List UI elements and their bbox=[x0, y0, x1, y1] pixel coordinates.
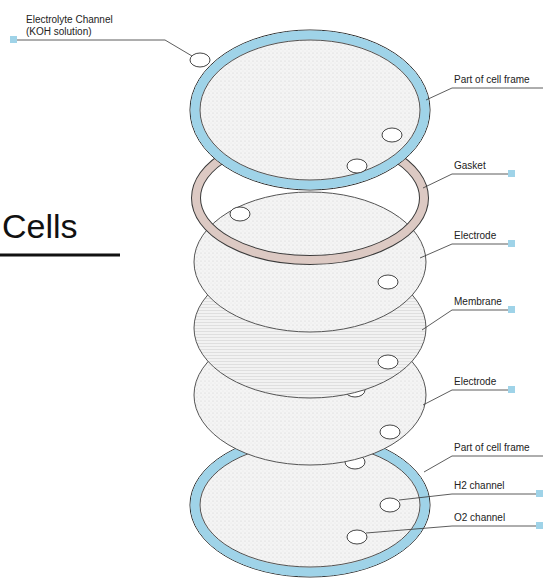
section-title: Cells bbox=[2, 206, 78, 246]
leader-lines bbox=[14, 40, 543, 533]
part-label: O2 channel bbox=[454, 512, 534, 524]
title-underline bbox=[0, 254, 120, 257]
part-label: Gasket bbox=[454, 160, 510, 172]
part-label: Electrode bbox=[454, 230, 510, 242]
part-label: Electrode bbox=[454, 376, 510, 388]
part-label: Part of cell frame bbox=[454, 74, 541, 86]
part-label: H2 channel bbox=[454, 480, 534, 492]
cell-frame-top bbox=[190, 30, 430, 190]
leader-end-markers bbox=[10, 36, 543, 529]
part-label: Membrane bbox=[454, 296, 510, 308]
part-label: Part of cell frame bbox=[454, 442, 541, 454]
part-label: Electrolyte Channel (KOH solution) bbox=[26, 14, 131, 38]
